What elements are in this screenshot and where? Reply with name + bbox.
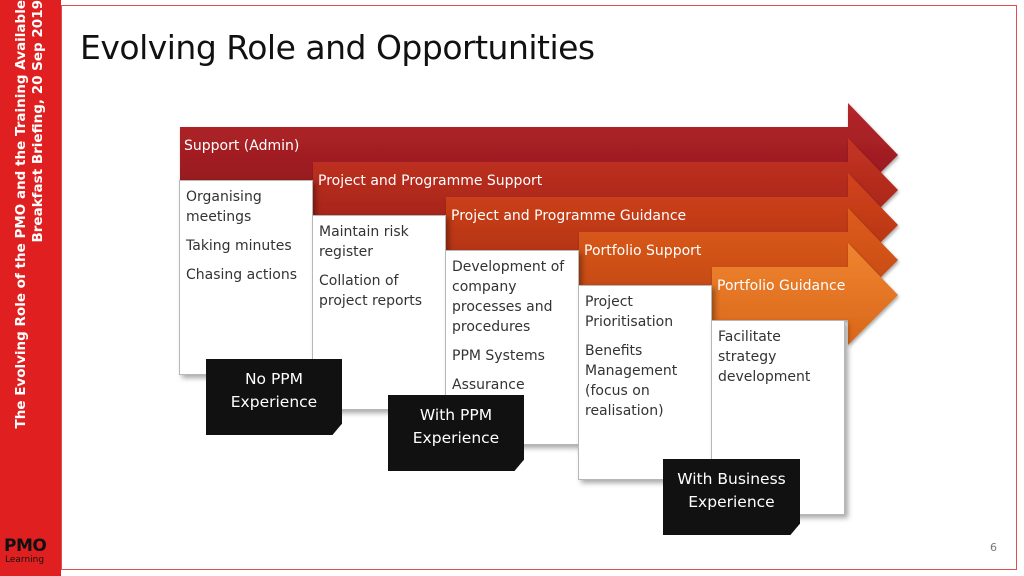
stage-item: Taking minutes [186,238,292,254]
stage-box-support-admin: Organising meetings Taking minutes Chasi… [179,180,313,375]
stage-item: Benefits Management (focus on realisatio… [585,343,678,419]
stage-label-support-admin: Support (Admin) [184,138,300,154]
experience-line1: With Business [677,470,786,488]
stage-item: Project Prioritisation [585,294,674,330]
experience-badge-with-ppm: With PPM Experience [388,395,524,471]
sidebar: The Evolving Role of the PMO and the Tra… [0,0,61,576]
experience-line2: Experience [688,493,775,511]
stage-item: Collation of project reports [319,273,423,309]
stage-label-project-programme-guidance: Project and Programme Guidance [451,208,687,224]
stage-item: Chasing actions [186,267,298,283]
stage-item: Development of company processes and pro… [452,259,565,335]
slide-frame [61,5,1017,570]
stage-box-project-programme-support: Maintain risk register Collation of proj… [312,215,446,410]
experience-badge-no-ppm: No PPM Experience [206,359,342,435]
stage-item: PPM Systems [452,348,545,364]
stage-arrow-5 [712,243,898,345]
stage-item: Facilitate strategy development [718,329,811,385]
stage-label-portfolio-guidance: Portfolio Guidance [717,278,846,294]
experience-line2: Experience [230,393,318,411]
page-number: 6 [990,541,997,554]
experience-line1: No PPM [244,370,304,388]
pmo-learning-logo: PMO Learning [2,534,58,570]
experience-badge-with-business: With Business Experience [663,459,800,535]
stage-box-portfolio-support: Project Prioritisation Benefits Manageme… [578,285,712,480]
experience-line2: Experience [412,429,500,447]
logo-sub-text: Learning [5,555,45,565]
experience-line1: With PPM [419,406,493,424]
stage-item: Maintain risk register [319,224,409,260]
stage-label-project-programme-support: Project and Programme Support [318,173,543,189]
stage-item: Organising meetings [186,189,262,225]
logo-main-text: PMO [4,536,47,556]
stage-item: Assurance [452,377,525,393]
page-title: Evolving Role and Opportunities [80,28,595,67]
stage-label-portfolio-support: Portfolio Support [584,243,702,259]
